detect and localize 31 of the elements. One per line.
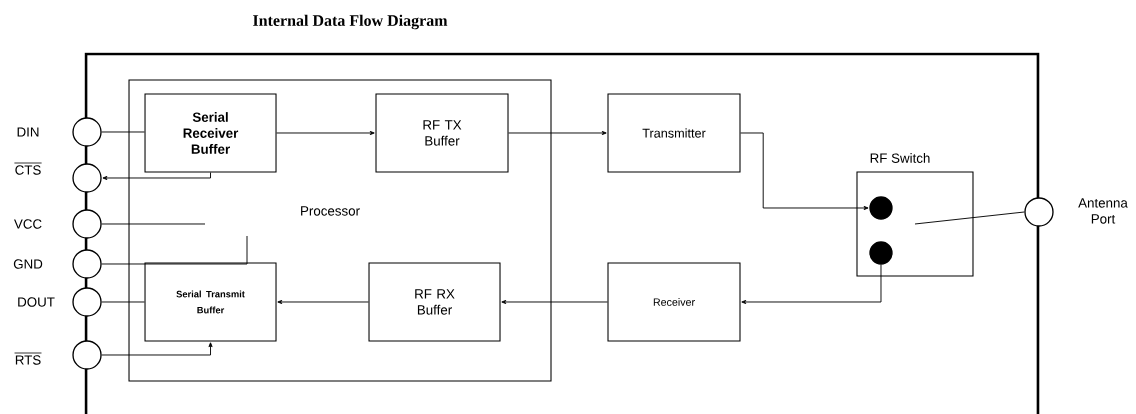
connector-line bbox=[101, 301, 145, 303]
arrow bbox=[276, 130, 375, 136]
arrow bbox=[501, 299, 608, 305]
node-label: RF Switch bbox=[870, 153, 930, 163]
pin-label: Antenna Port bbox=[1078, 198, 1128, 224]
pin-label: CTS bbox=[15, 165, 41, 175]
arrow bbox=[277, 299, 369, 305]
arrow bbox=[741, 264, 882, 305]
pin-label: RTS bbox=[15, 355, 41, 365]
connector-line bbox=[914, 211, 1025, 225]
pin-label: GND bbox=[13, 259, 43, 269]
arrow bbox=[740, 132, 869, 211]
pin-label: DIN bbox=[17, 127, 39, 137]
block-box: RF RX Buffer bbox=[368, 262, 501, 342]
block-box: RF TX Buffer bbox=[375, 93, 509, 173]
arrow bbox=[508, 130, 607, 136]
title: Internal Data Flow Diagram bbox=[253, 14, 448, 30]
switch-contact bbox=[869, 241, 893, 265]
pin-label: VCC bbox=[14, 219, 42, 229]
switch-box: RF Switch bbox=[856, 153, 974, 277]
arrow bbox=[102, 172, 211, 181]
arrow bbox=[101, 342, 213, 356]
connector-line bbox=[101, 131, 145, 133]
connector-line bbox=[101, 235, 248, 265]
switch-contact bbox=[869, 196, 893, 220]
pin-label: DOUT bbox=[18, 297, 55, 307]
block-box: Serial Transmit Buffer bbox=[144, 262, 277, 342]
block-box: Transmitter bbox=[607, 93, 741, 173]
block-box: Receiver bbox=[607, 262, 741, 342]
block-box: Serial Receiver Buffer bbox=[144, 93, 277, 173]
connector-line bbox=[101, 223, 206, 225]
